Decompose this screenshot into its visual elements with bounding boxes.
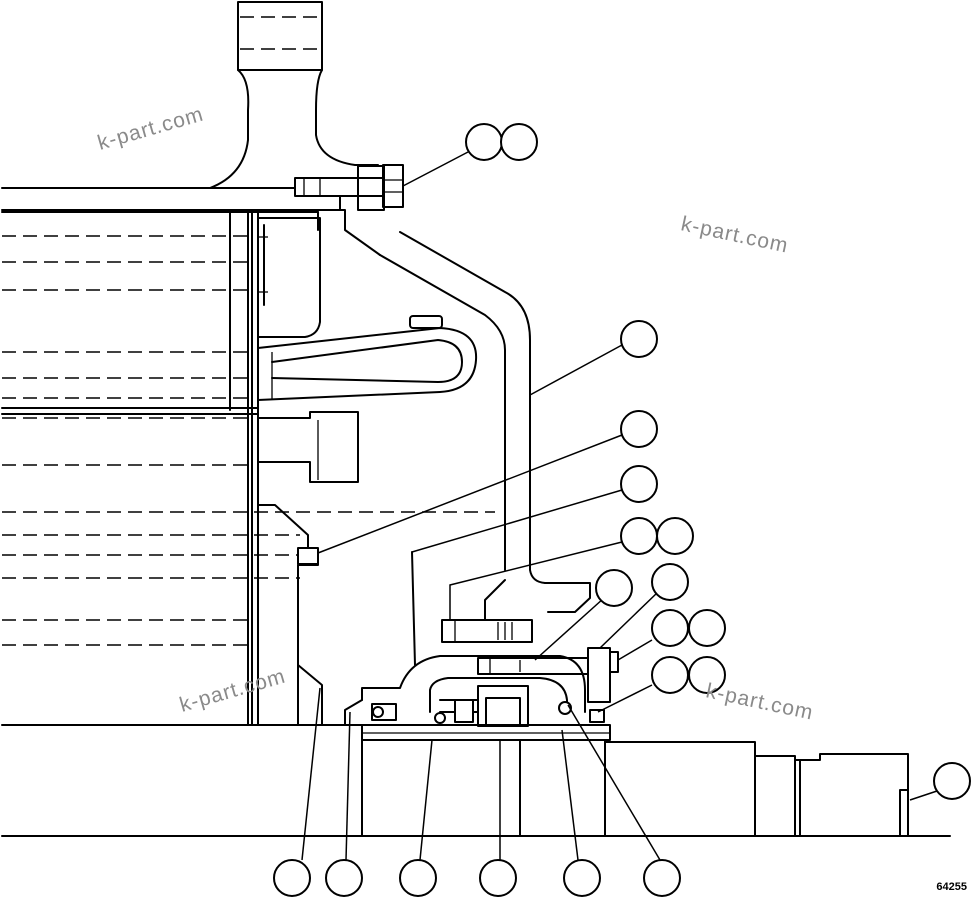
left-drum bbox=[1, 211, 495, 726]
callout-bubble bbox=[620, 465, 658, 503]
upper-block bbox=[257, 217, 321, 338]
callout-bubble bbox=[273, 859, 311, 897]
hose-assembly bbox=[257, 315, 478, 401]
callout-bubbles bbox=[273, 123, 971, 897]
callout-bubble bbox=[643, 859, 681, 897]
callout-bubble bbox=[651, 609, 689, 647]
top-bolt bbox=[294, 164, 404, 211]
callout-bubble bbox=[595, 569, 633, 607]
seal-housing bbox=[344, 551, 619, 741]
lower-flange bbox=[257, 504, 323, 726]
callout-bubble bbox=[479, 859, 517, 897]
watermark-text: k-part.com bbox=[679, 212, 791, 257]
callout-bubble bbox=[500, 123, 538, 161]
callout-bubble bbox=[688, 656, 726, 694]
middle-lug bbox=[257, 411, 359, 483]
callout-bubble bbox=[651, 656, 689, 694]
watermark-text: k-part.com bbox=[704, 679, 816, 724]
callout-bubble bbox=[325, 859, 363, 897]
leader-lines bbox=[301, 151, 941, 861]
callout-bubble bbox=[656, 517, 694, 555]
callout-bubble bbox=[465, 123, 503, 161]
shaft bbox=[1, 724, 951, 837]
callout-bubble bbox=[688, 609, 726, 647]
callout-bubble bbox=[620, 517, 658, 555]
callout-bubble bbox=[620, 320, 658, 358]
diagonal-tube bbox=[379, 231, 546, 584]
housing-plates bbox=[1, 179, 381, 256]
callout-bubble bbox=[620, 410, 658, 448]
top-pipe bbox=[209, 1, 379, 189]
watermark-text: k-part.com bbox=[95, 103, 206, 155]
drawing-number: 64255 bbox=[936, 881, 967, 893]
callout-bubble bbox=[563, 859, 601, 897]
callout-bubble bbox=[399, 859, 437, 897]
callout-bubble bbox=[933, 762, 971, 800]
watermark-text: k-part.com bbox=[177, 665, 288, 717]
callout-bubble bbox=[651, 563, 689, 601]
